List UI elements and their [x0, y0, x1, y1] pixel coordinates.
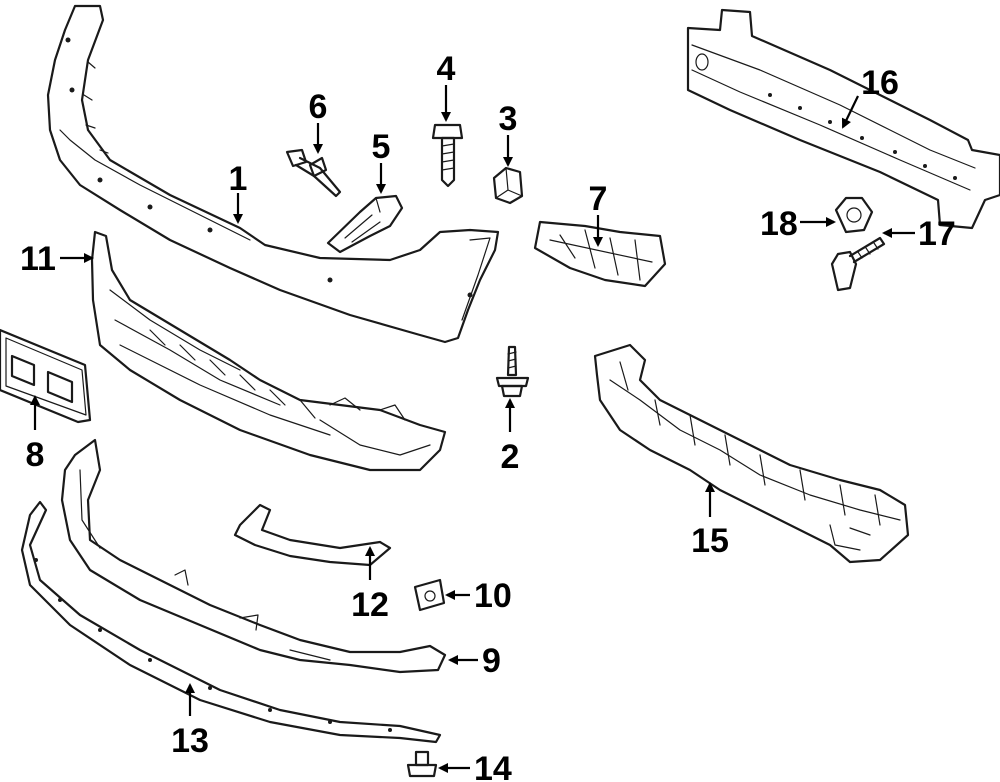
part-13-lower-lip: [20, 500, 442, 744]
callout-14: 14: [474, 750, 512, 782]
callout-4: 4: [437, 50, 456, 88]
callout-6: 6: [309, 88, 328, 126]
callout-7: 7: [589, 180, 608, 218]
part-14-push-clip: [406, 750, 438, 778]
part-8-license-bracket: [0, 328, 92, 424]
callout-labels: 1 2 3 4 5 6 7 8 9 10 11 12 13 14 15 16 1…: [20, 50, 956, 782]
part-15-energy-absorber: [593, 343, 910, 564]
part-6-push-pin: [285, 148, 342, 198]
part-1-bumper-cover: [46, 4, 500, 344]
callout-3: 3: [499, 100, 518, 138]
callout-9: 9: [482, 642, 501, 680]
part-10-clip: [413, 578, 446, 612]
callout-15: 15: [691, 522, 729, 560]
part-18-flange-nut: [834, 196, 874, 234]
callout-8: 8: [26, 436, 45, 474]
callout-18: 18: [760, 205, 798, 243]
part-9-lower-valance: [60, 438, 447, 674]
callout-10: 10: [474, 577, 512, 615]
callout-11: 11: [20, 240, 56, 278]
part-11-lower-grille: [90, 230, 447, 472]
callout-16: 16: [861, 64, 899, 102]
callout-5: 5: [372, 128, 391, 166]
leader-arrows: [30, 85, 915, 773]
part-12-trim-strip: [233, 503, 392, 567]
part-3-clip-nut: [492, 166, 524, 205]
part-17-bolt: [830, 236, 886, 292]
callout-2: 2: [501, 438, 520, 476]
callout-13: 13: [171, 722, 209, 760]
part-4-bolt: [431, 123, 464, 188]
part-2-screw: [495, 345, 530, 398]
part-16-reinforcement-beam: [686, 8, 1000, 230]
callout-12: 12: [351, 586, 389, 624]
callout-1: 1: [229, 160, 248, 198]
leader-16: [841, 95, 859, 129]
part-5-bracket: [326, 194, 404, 254]
part-7-side-bracket: [533, 220, 667, 288]
callout-17: 17: [918, 215, 956, 253]
